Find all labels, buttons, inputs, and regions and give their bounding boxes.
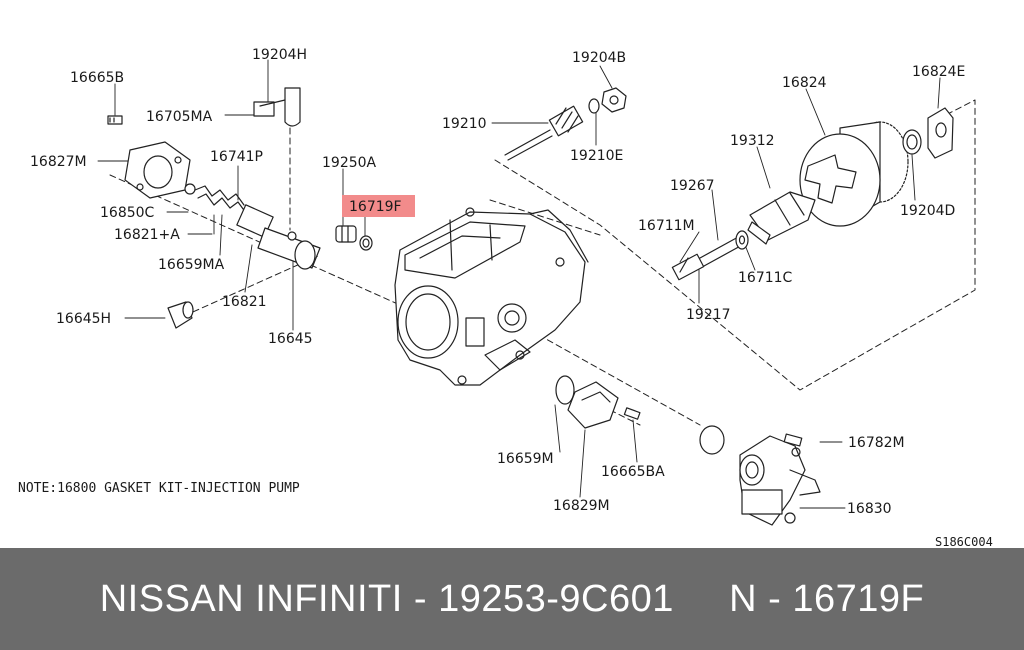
label-16741p: 16741P bbox=[210, 149, 263, 165]
part-16719f-seal-ring bbox=[359, 235, 373, 251]
label-19204h: 19204H bbox=[252, 47, 307, 63]
label-19210: 19210 bbox=[442, 116, 487, 132]
part-19204b-nut bbox=[601, 87, 627, 113]
gasket-kit-note: NOTE:16800 GASKET KIT-INJECTION PUMP bbox=[18, 481, 300, 496]
label-16705ma: 16705MA bbox=[146, 109, 213, 125]
label-19312: 19312 bbox=[730, 133, 775, 149]
part-19267-shaft bbox=[671, 230, 749, 281]
label-16719f: 16719F bbox=[349, 199, 402, 215]
part-16782m-screw bbox=[783, 433, 803, 447]
label-16850c: 16850C bbox=[100, 205, 155, 221]
highlight-16719f bbox=[342, 195, 415, 217]
part-19204h-pin bbox=[253, 87, 301, 127]
label-16659ma: 16659MA bbox=[158, 257, 225, 273]
label-16827m: 16827M bbox=[30, 154, 87, 170]
part-16827m-flange bbox=[124, 141, 191, 199]
label-16711c: 16711C bbox=[738, 270, 793, 286]
part-16659m-o-ring bbox=[555, 375, 575, 405]
part-16829m-cover bbox=[567, 381, 619, 429]
label-16665ba: 16665BA bbox=[601, 464, 665, 480]
part-injection-pump-housing bbox=[394, 207, 589, 386]
part-16830-solenoid bbox=[739, 435, 821, 526]
label-16782m: 16782M bbox=[848, 435, 905, 451]
label-16821a: 16821+A bbox=[114, 227, 180, 243]
part-16645h-cap bbox=[167, 301, 194, 329]
label-16645: 16645 bbox=[268, 331, 313, 347]
part-number-text: NISSAN INFINITI - 19253-9C601 N - 16719F bbox=[99, 577, 925, 620]
label-19204d: 19204D bbox=[900, 203, 955, 219]
label-19204b: 19204B bbox=[572, 50, 626, 66]
label-19217: 19217 bbox=[686, 307, 731, 323]
part-16665b-screw bbox=[107, 115, 123, 125]
exploded-parts-diagram: 16665B 19204H 16705MA 16827M 16741P 1685… bbox=[18, 47, 993, 548]
label-16824e: 16824E bbox=[912, 64, 965, 80]
label-16659m: 16659M bbox=[497, 451, 554, 467]
part-19312-lever bbox=[747, 191, 816, 245]
label-16824: 16824 bbox=[782, 75, 827, 91]
label-16645h: 16645H bbox=[56, 311, 111, 327]
label-16829m: 16829M bbox=[553, 498, 610, 514]
part-19204d-washer bbox=[902, 129, 922, 155]
label-19267: 19267 bbox=[670, 178, 715, 194]
part-solenoid-o-ring bbox=[699, 425, 725, 455]
part-19210-valve bbox=[504, 105, 584, 161]
part-16741p-spring-assembly bbox=[184, 183, 321, 270]
part-16824-coupling bbox=[799, 121, 909, 227]
part-19210e-washer bbox=[588, 98, 600, 114]
label-19210e: 19210E bbox=[570, 148, 623, 164]
label-16821: 16821 bbox=[222, 294, 267, 310]
label-19250a: 19250A bbox=[322, 155, 377, 171]
part-19250a-fitting bbox=[335, 225, 357, 243]
part-16824e-plate bbox=[927, 107, 954, 159]
label-16830: 16830 bbox=[847, 501, 892, 517]
label-16711m: 16711M bbox=[638, 218, 695, 234]
part-16665ba-screw bbox=[623, 407, 641, 420]
diagram-code: S186C004 bbox=[935, 535, 993, 548]
label-16665b: 16665B bbox=[70, 70, 124, 86]
leader-lines bbox=[97, 59, 941, 509]
part-number-banner: NISSAN INFINITI - 19253-9C601 N - 16719F bbox=[0, 548, 1024, 650]
